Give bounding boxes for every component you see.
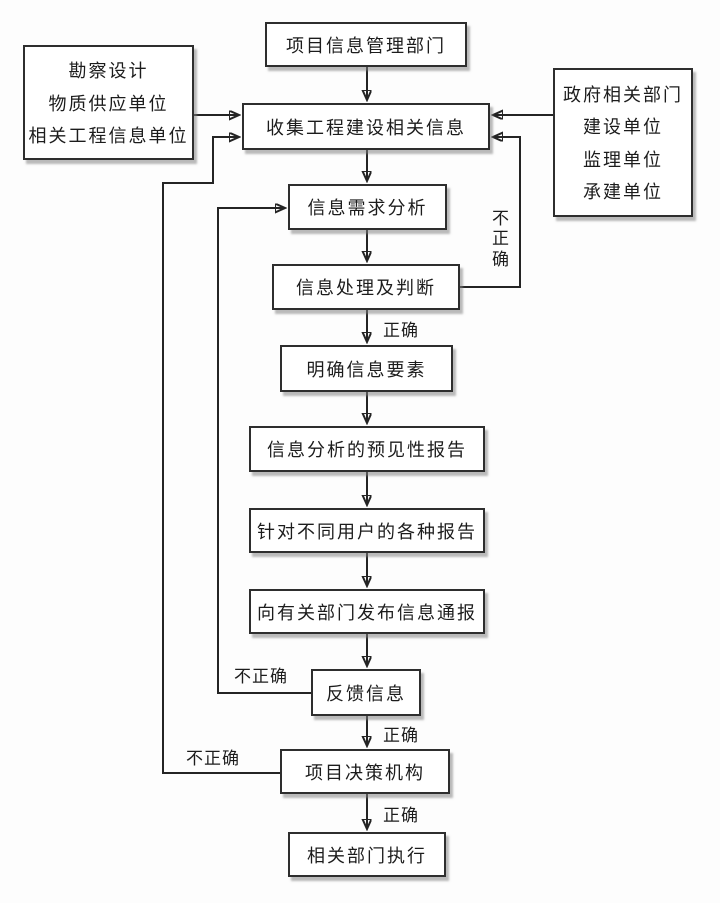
right-source-line: 承建单位 xyxy=(583,182,663,203)
edge-process-back-to-collect xyxy=(460,137,521,288)
edge-label-correct-decision: 正确 xyxy=(383,806,419,825)
node-process-judge: 信息处理及判断 xyxy=(272,264,460,310)
node-collect-info: 收集工程建设相关信息 xyxy=(242,103,490,150)
left-source-line: 勘察设计 xyxy=(68,61,149,82)
left-source-line: 物质供应单位 xyxy=(48,93,169,114)
right-source-line: 政府相关部门 xyxy=(563,84,683,105)
node-feedback-info: 反馈信息 xyxy=(311,669,421,716)
right-source-line: 监理单位 xyxy=(583,149,663,170)
edge-label-incorrect-decision: 不正确 xyxy=(186,749,240,768)
node-clarify-elements: 明确信息要素 xyxy=(280,345,453,392)
node-execute-departments: 相关部门执行 xyxy=(288,832,446,877)
edge-label-incorrect-process: 不正确 xyxy=(492,209,510,269)
edge-label-correct-feedback: 正确 xyxy=(383,726,419,745)
node-decision-body: 项目决策机构 xyxy=(280,749,450,794)
node-right-sources: 政府相关部门 建设单位 监理单位 承建单位 xyxy=(553,68,693,217)
node-forecast-report: 信息分析的预见性报告 xyxy=(249,426,485,472)
edge-decision-back-to-collect xyxy=(162,137,280,774)
right-source-line: 建设单位 xyxy=(583,117,663,138)
edge-feedback-back-to-demand xyxy=(217,208,311,694)
left-source-line: 相关工程信息单位 xyxy=(28,125,189,146)
node-left-sources: 勘察设计 物质供应单位 相关工程信息单位 xyxy=(23,45,194,160)
node-notify-departments: 向有关部门发布信息通报 xyxy=(249,589,485,634)
edge-label-incorrect-feedback: 不正确 xyxy=(234,667,288,686)
edge-label-correct-process: 正确 xyxy=(383,321,419,340)
node-demand-analysis: 信息需求分析 xyxy=(288,184,447,230)
node-user-reports: 针对不同用户的各种报告 xyxy=(249,508,485,553)
node-project-info-dept: 项目信息管理部门 xyxy=(265,22,467,67)
